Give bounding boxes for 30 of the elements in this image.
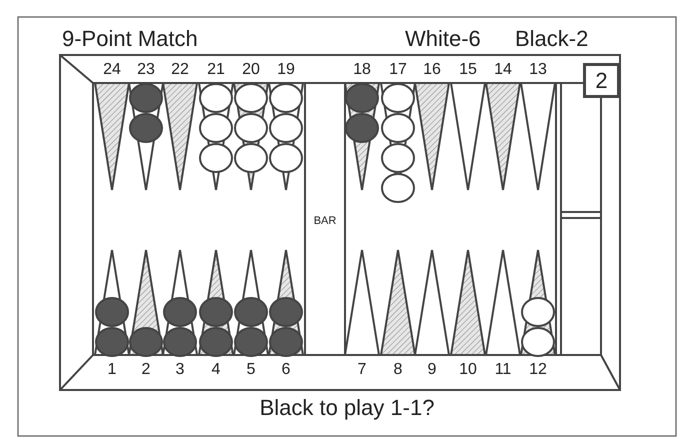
point-number: 2 [142, 362, 150, 378]
point-number: 17 [389, 62, 407, 78]
point-number: 9 [428, 362, 436, 378]
point-number: 23 [137, 62, 155, 78]
point-number: 20 [242, 62, 260, 78]
doubling-cube: 2 [583, 63, 620, 98]
point-number: 1 [108, 362, 116, 378]
point-number: 21 [207, 62, 225, 78]
point-number: 18 [353, 62, 371, 78]
point-number: 7 [358, 362, 366, 378]
score-text: Black-2 [515, 28, 588, 50]
point-number: 19 [277, 62, 295, 78]
point-number: 11 [494, 362, 512, 378]
title: 9-Point Match [62, 28, 198, 50]
point-number: 12 [529, 362, 547, 378]
point-number: 8 [394, 362, 402, 378]
point-number: 14 [494, 62, 512, 78]
caption: Black to play 1-1? [260, 397, 434, 419]
point-number: 16 [423, 62, 441, 78]
point-number: 3 [176, 362, 184, 378]
bar-label: BAR [314, 216, 336, 227]
point-number: 22 [171, 62, 189, 78]
point-number: 10 [459, 362, 477, 378]
score-text: White-6 [405, 28, 481, 50]
point-number: 6 [282, 362, 290, 378]
point-number: 13 [529, 62, 547, 78]
point-number: 24 [103, 62, 121, 78]
point-number: 5 [246, 362, 256, 378]
point-number: 4 [212, 362, 220, 378]
point-number: 15 [459, 62, 477, 78]
